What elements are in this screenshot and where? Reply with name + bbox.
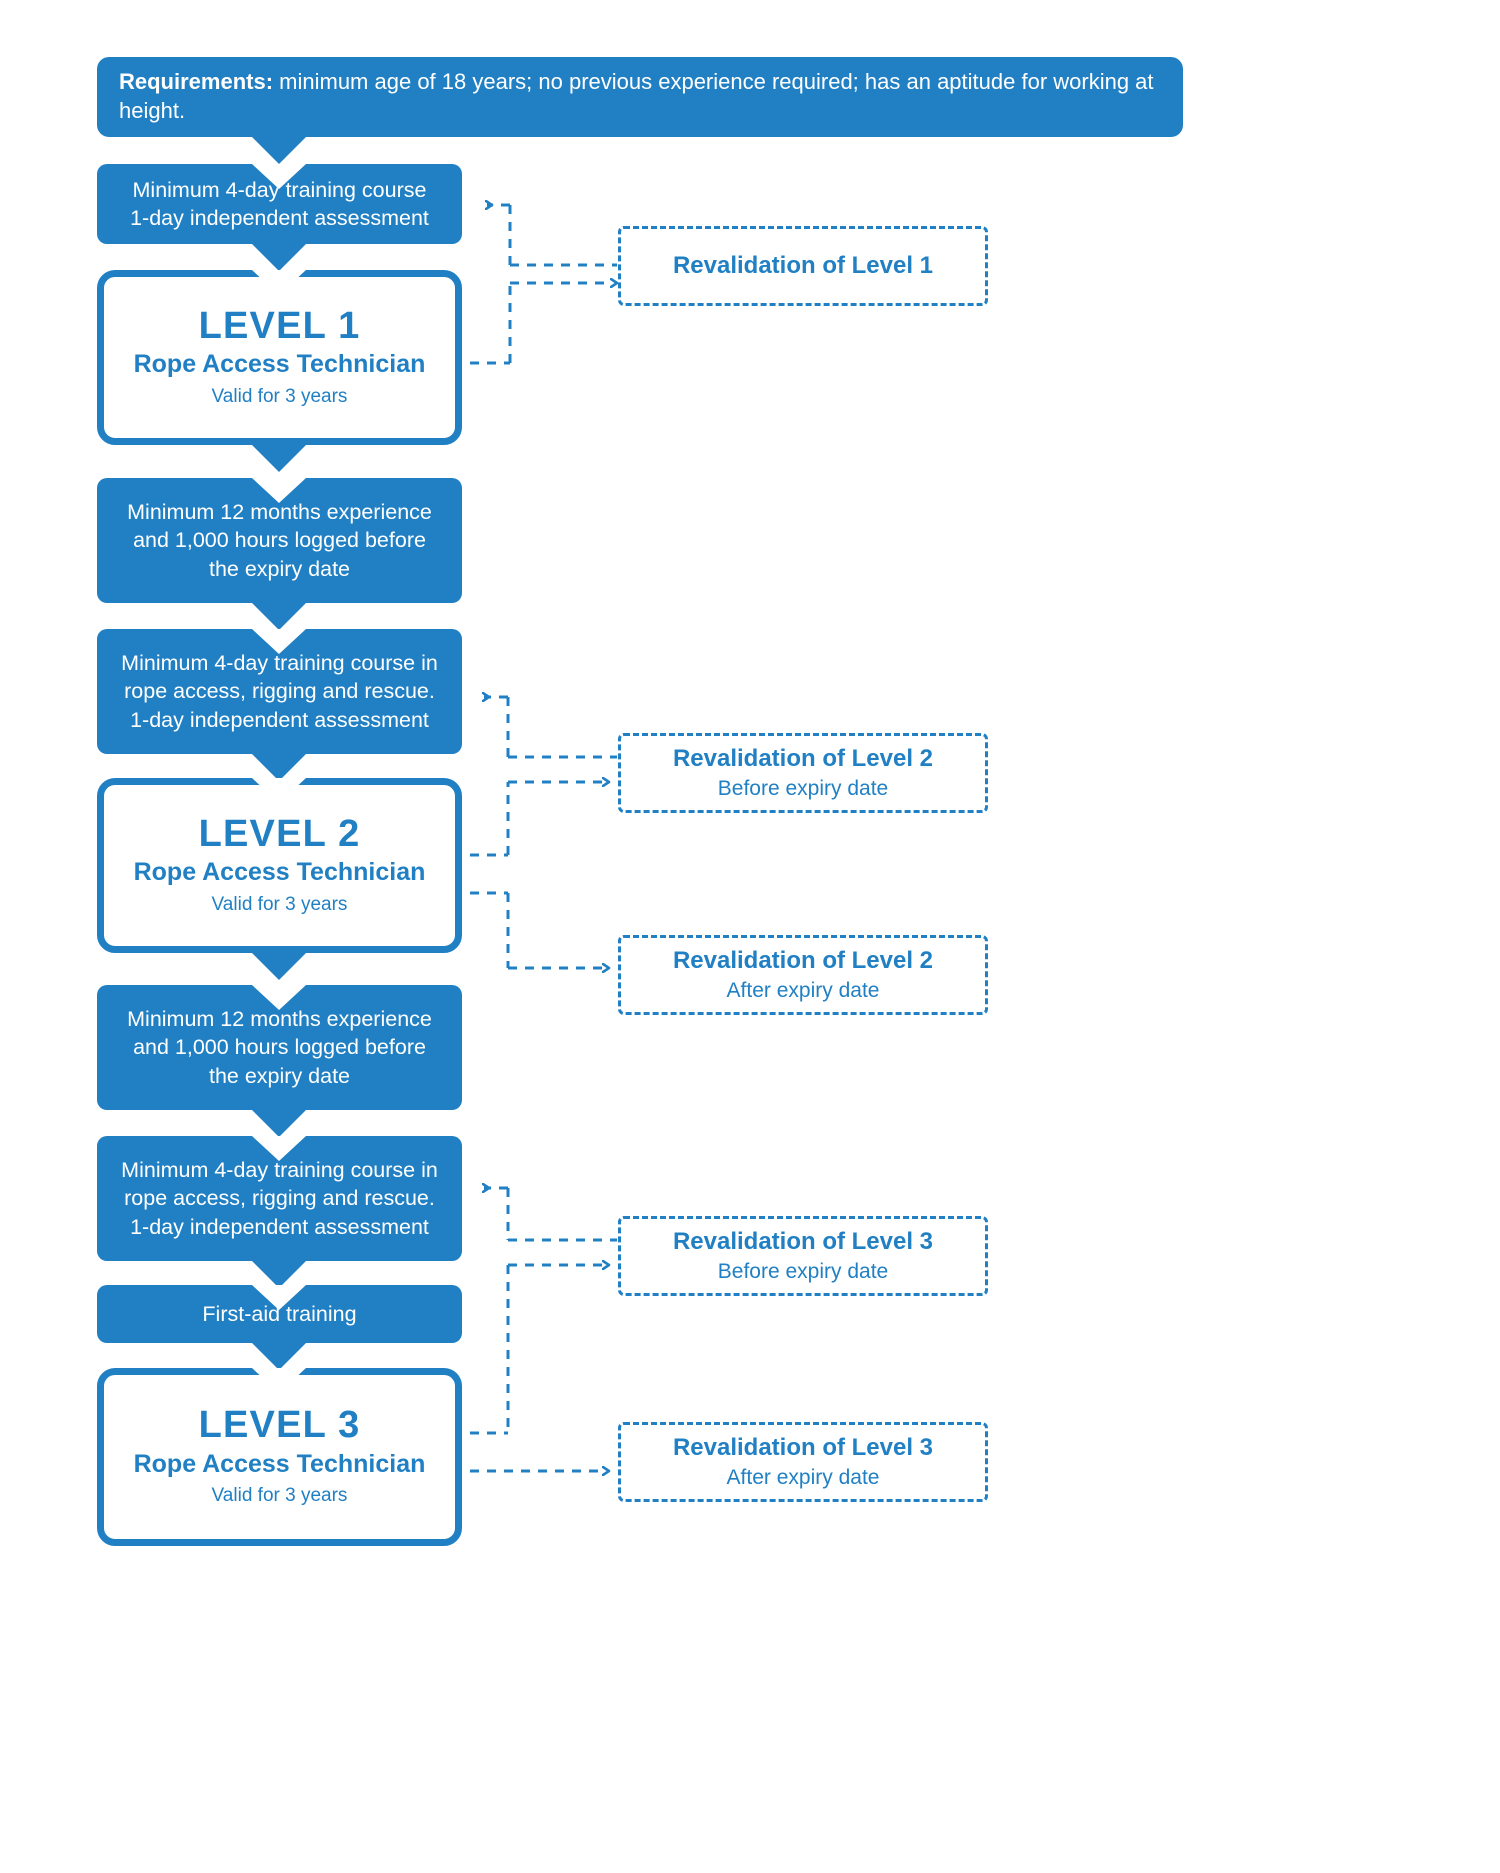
requirements-banner: Requirements: minimum age of 18 years; n… — [97, 57, 1183, 137]
notch-level1-experience — [252, 603, 306, 630]
notch-level2-box — [252, 953, 306, 980]
connector-reval1-to-training1 — [487, 205, 617, 267]
revalidation-box-level1: Revalidation of Level 1 — [618, 226, 988, 306]
revalidation-level3-after-title: Revalidation of Level 3 — [672, 1433, 934, 1461]
revalidation-level1-title: Revalidation of Level 1 — [672, 252, 934, 279]
connector-level3-to-reval3after — [470, 1431, 604, 1471]
revalidation-level2-before-title: Revalidation of Level 2 — [672, 744, 934, 772]
level-2-validity: Valid for 3 years — [211, 893, 348, 915]
step-level2-experience: Minimum 12 months experience and 1,000 h… — [97, 985, 462, 1110]
step-level1-experience: Minimum 12 months experience and 1,000 h… — [97, 478, 462, 603]
notch-level3-firstaid — [252, 1343, 306, 1370]
notch-level1-training — [252, 244, 306, 271]
level-1-validity: Valid for 3 years — [211, 385, 348, 407]
revalidation-level3-before-title: Revalidation of Level 3 — [672, 1227, 934, 1255]
connector-level2-to-reval2after — [470, 891, 604, 968]
notch-level2-training — [252, 754, 306, 781]
revalidation-level2-before-subtitle: Before expiry date — [717, 776, 889, 800]
revalidation-level2-after-title: Revalidation of Level 2 — [672, 946, 934, 974]
connector-reval2before-to-training2 — [484, 697, 617, 759]
requirements-lead: Requirements: — [119, 69, 274, 95]
level-3-validity: Valid for 3 years — [211, 1485, 348, 1507]
revalidation-level2-after-subtitle: After expiry date — [726, 978, 880, 1002]
wedge-level1-training — [252, 164, 306, 189]
level-box-3: LEVEL 3 Rope Access Technician Valid for… — [97, 1368, 462, 1546]
revalidation-box-level2-after: Revalidation of Level 2 After expiry dat… — [618, 935, 988, 1015]
level-2-title: LEVEL 2 — [198, 812, 361, 855]
level-3-subtitle: Rope Access Technician — [133, 1449, 426, 1478]
notch-level3-training — [252, 1261, 306, 1288]
step-level1-training-text: Minimum 4-day training course 1-day inde… — [130, 177, 429, 230]
wedge-level2-experience — [252, 985, 306, 1010]
step-level1-training: Minimum 4-day training course 1-day inde… — [97, 164, 462, 244]
notch-level1-box — [252, 445, 306, 472]
wedge-level1-experience — [252, 478, 306, 503]
level-2-subtitle: Rope Access Technician — [133, 858, 426, 887]
revalidation-box-level2-before: Revalidation of Level 2 Before expiry da… — [618, 733, 988, 813]
connector-level1-to-reval1 — [470, 283, 612, 365]
wedge-level2-training — [252, 629, 306, 654]
requirements-text: Requirements: minimum age of 18 years; n… — [119, 68, 1161, 125]
level-box-1: LEVEL 1 Rope Access Technician Valid for… — [97, 270, 462, 445]
notch-level2-experience — [252, 1110, 306, 1137]
wedge-level2-box — [252, 778, 306, 803]
connector-level3-to-reval3before — [506, 1265, 604, 1430]
step-level2-training-text: Minimum 4-day training course in rope ac… — [121, 650, 438, 732]
connector-level2-to-reval2before — [470, 782, 604, 857]
wedge-level3-box — [252, 1368, 306, 1393]
revalidation-level3-after-subtitle: After expiry date — [726, 1465, 880, 1489]
notch-requirements — [252, 137, 306, 164]
connector-reval3before-to-training3 — [484, 1188, 617, 1242]
wedge-level1-box — [252, 270, 306, 295]
wedge-level3-training — [252, 1136, 306, 1161]
revalidation-box-level3-before: Revalidation of Level 3 Before expiry da… — [618, 1216, 988, 1296]
level-3-title: LEVEL 3 — [198, 1404, 361, 1447]
revalidation-box-level3-after: Revalidation of Level 3 After expiry dat… — [618, 1422, 988, 1502]
step-level1-experience-text: Minimum 12 months experience and 1,000 h… — [127, 499, 432, 581]
wedge-level3-firstaid — [252, 1285, 306, 1310]
step-level2-experience-text: Minimum 12 months experience and 1,000 h… — [127, 1006, 432, 1088]
step-level3-firstaid: First-aid training — [97, 1285, 462, 1343]
level-box-2: LEVEL 2 Rope Access Technician Valid for… — [97, 778, 462, 953]
level-1-title: LEVEL 1 — [198, 304, 361, 347]
level-1-subtitle: Rope Access Technician — [133, 350, 426, 379]
revalidation-level3-before-subtitle: Before expiry date — [717, 1259, 889, 1283]
requirements-body: minimum age of 18 years; no previous exp… — [119, 69, 1154, 123]
step-level3-training-text: Minimum 4-day training course in rope ac… — [121, 1157, 438, 1239]
